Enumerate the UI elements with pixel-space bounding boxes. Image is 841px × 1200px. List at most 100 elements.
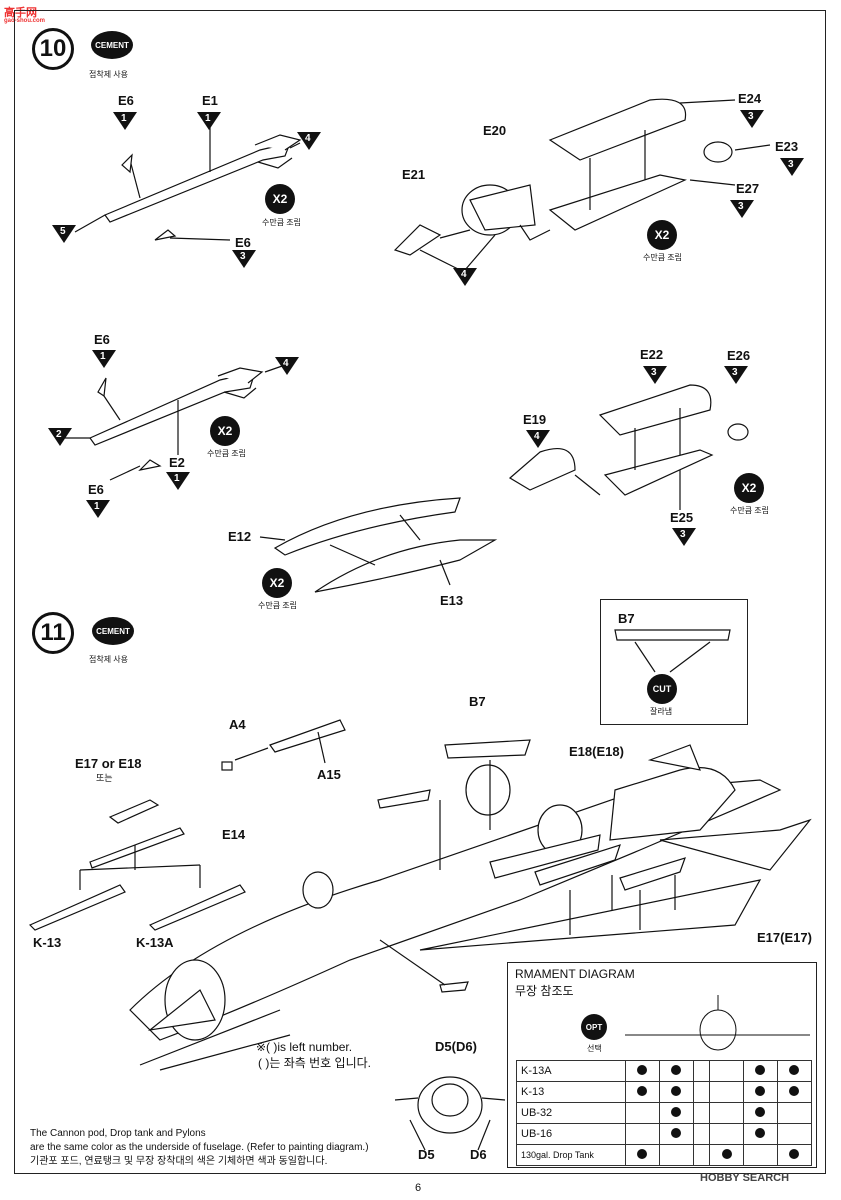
part-label-e12: E12	[228, 529, 252, 544]
station-cell	[776, 1081, 813, 1103]
opt-icon: OPT	[581, 1014, 607, 1040]
instruction-page	[14, 10, 826, 1174]
armament-row: K-13A	[516, 1060, 813, 1082]
part-label-e6: E6	[118, 93, 134, 108]
part-label-e17-or-e18: E17 or E18	[75, 756, 142, 771]
part-label-e18: E18(E18)	[569, 744, 624, 759]
station-cell	[709, 1102, 744, 1124]
armament-row: K-13	[516, 1081, 813, 1103]
step-11-number: 11	[32, 612, 74, 654]
x2-icon: X2	[647, 220, 677, 250]
station-cell	[743, 1060, 778, 1082]
or-label: 또는	[96, 773, 113, 783]
station-cell	[625, 1144, 660, 1166]
x2-icon: X2	[210, 416, 240, 446]
color-number: 3	[748, 111, 754, 122]
color-number: 1	[94, 501, 100, 512]
part-label-e6: E6	[88, 482, 104, 497]
color-number: 3	[651, 367, 657, 378]
station-dot	[637, 1064, 648, 1075]
station-cell	[625, 1123, 660, 1145]
station-dot	[671, 1106, 682, 1117]
color-number: 3	[738, 201, 744, 212]
part-label-e27: E27	[736, 181, 760, 196]
station-cell	[692, 1060, 711, 1082]
color-number: 4	[283, 358, 289, 369]
station-cell	[776, 1123, 813, 1145]
part-label-e6: E6	[94, 332, 110, 347]
part-label-d5-d6: D5(D6)	[435, 1039, 477, 1054]
part-label-b7-detail: B7	[618, 611, 635, 626]
armament-title: RMAMENT DIAGRAM	[515, 967, 635, 981]
part-label-e19: E19	[523, 412, 547, 427]
station-dot	[755, 1064, 766, 1075]
part-label-e13: E13	[440, 593, 464, 608]
part-label-e14: E14	[222, 827, 246, 842]
station-cell	[743, 1102, 778, 1124]
station-cell	[658, 1123, 694, 1145]
armament-name: UB-32	[516, 1102, 626, 1124]
x2-icon: X2	[734, 473, 764, 503]
color-number: 3	[240, 251, 246, 262]
part-label-d5: D5	[418, 1147, 435, 1162]
part-label-e24: E24	[738, 91, 762, 106]
armament-title-ko: 무장 참조도	[515, 984, 574, 998]
part-label-e22: E22	[640, 347, 664, 362]
part-label-a4: A4	[229, 717, 246, 732]
station-cell	[776, 1060, 813, 1082]
station-cell	[658, 1144, 694, 1166]
part-label-d6: D6	[470, 1147, 487, 1162]
x2-note: 수만큼 조립	[643, 253, 683, 262]
color-number: 2	[56, 429, 62, 440]
station-cell	[709, 1060, 744, 1082]
hobby-search-watermark: HOBBY SEARCH	[700, 1172, 790, 1184]
armament-row: UB-16	[516, 1123, 813, 1145]
station-cell	[743, 1081, 778, 1103]
station-cell	[709, 1123, 744, 1145]
station-dot	[789, 1148, 800, 1159]
missile-label-k13a: K-13A	[136, 935, 174, 950]
cement-icon: CEMENT	[91, 31, 133, 59]
x2-icon: X2	[262, 568, 292, 598]
station-cell	[776, 1102, 813, 1124]
station-dot	[721, 1148, 732, 1159]
color-number: 5	[60, 226, 66, 237]
cement-note-step11: 접착제 사용	[89, 655, 129, 664]
x2-note: 수만큼 조립	[262, 218, 302, 227]
part-label-e20: E20	[483, 123, 507, 138]
station-cell	[692, 1102, 711, 1124]
station-dot	[755, 1085, 766, 1096]
station-dot	[755, 1106, 766, 1117]
station-dot	[789, 1064, 800, 1075]
station-dot	[671, 1064, 682, 1075]
footer-note-2: are the same color as the underside of f…	[30, 1142, 369, 1153]
armament-row: UB-32	[516, 1102, 813, 1124]
x2-note: 수만큼 조립	[730, 506, 770, 515]
step-10-number: 10	[32, 28, 74, 70]
station-dot	[671, 1127, 682, 1138]
station-dot	[789, 1085, 800, 1096]
part-label-b7: B7	[469, 694, 486, 709]
color-number: 1	[121, 113, 127, 124]
cement-note: 접착제 사용	[89, 70, 129, 79]
station-dot	[671, 1085, 682, 1096]
page-number: 6	[415, 1182, 422, 1194]
armament-name: K-13	[516, 1081, 626, 1103]
part-label-e23: E23	[775, 139, 799, 154]
station-cell	[658, 1081, 694, 1103]
station-cell	[692, 1123, 711, 1145]
armament-name: UB-16	[516, 1123, 626, 1145]
watermark-url: gao-shou.com	[4, 18, 46, 24]
part-label-a15: A15	[317, 767, 341, 782]
station-cell	[625, 1102, 660, 1124]
part-label-e2: E2	[169, 455, 185, 470]
color-number: 4	[305, 133, 311, 144]
left-number-note-ko: ( )는 좌측 번호 입니다.	[258, 1056, 371, 1070]
part-label-e21: E21	[402, 167, 426, 182]
station-cell	[692, 1081, 711, 1103]
color-number: 4	[461, 269, 467, 280]
x2-icon: X2	[265, 184, 295, 214]
armament-row: 130gal. Drop Tank	[516, 1144, 813, 1166]
